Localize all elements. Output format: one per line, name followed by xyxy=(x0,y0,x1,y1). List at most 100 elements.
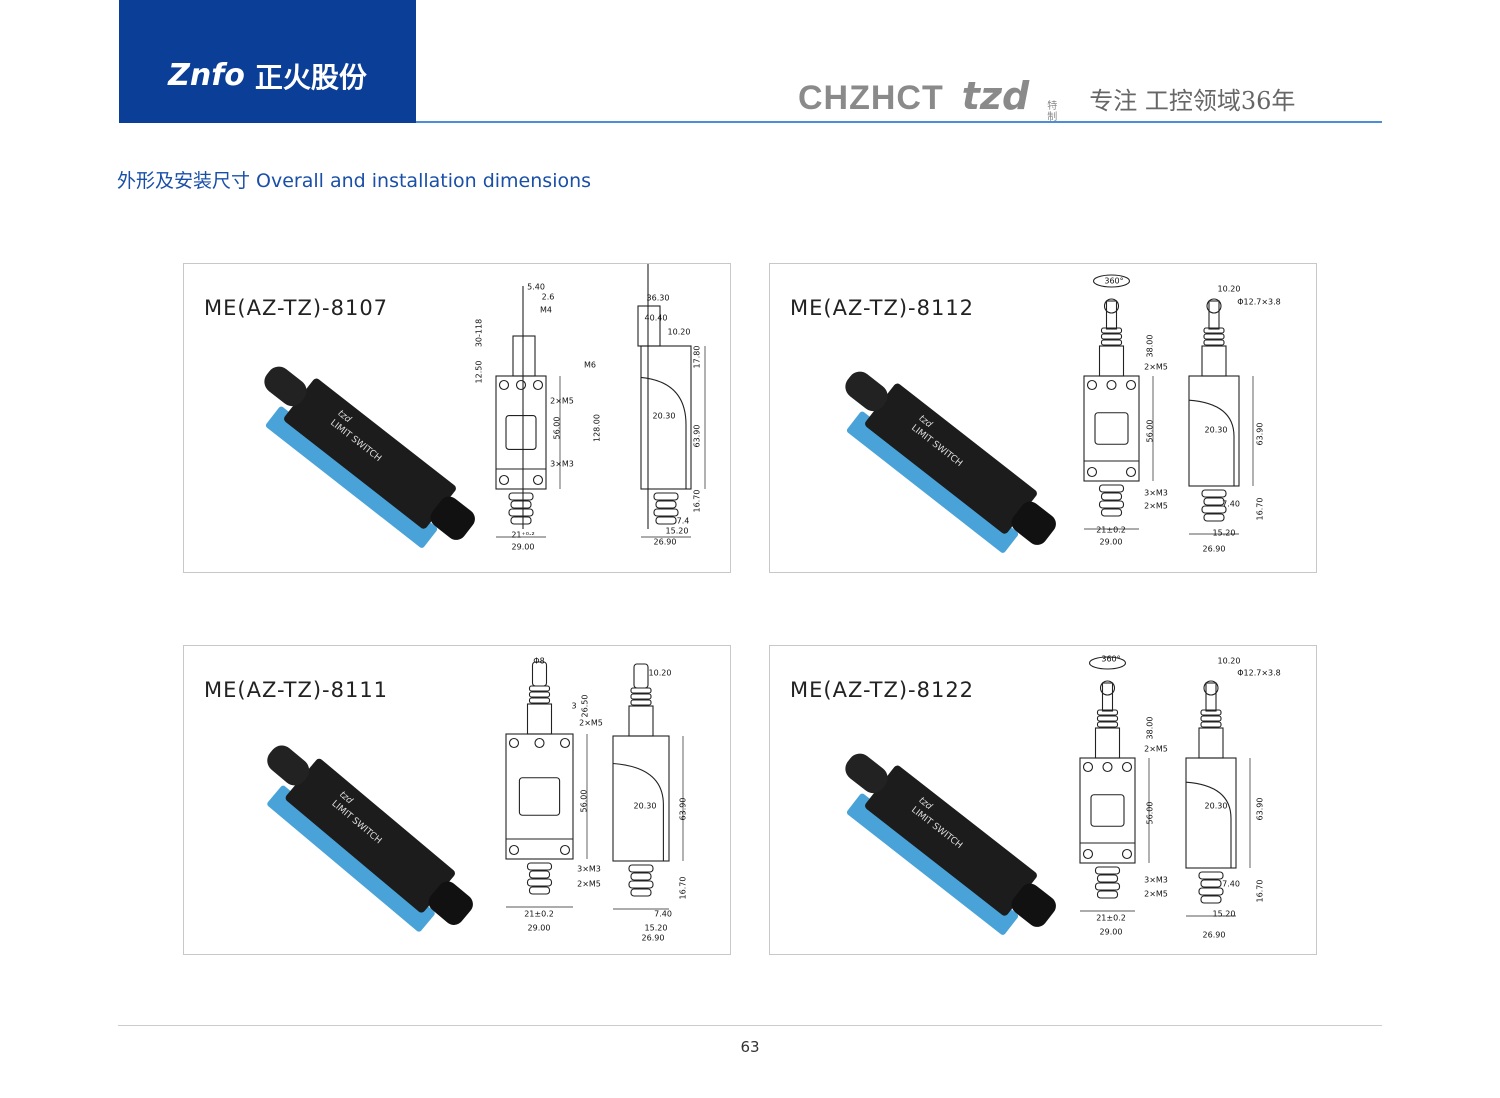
switch-body-outline xyxy=(505,733,574,860)
product-marking: LIMIT SWITCH xyxy=(328,418,383,464)
plunger-housing xyxy=(1201,345,1227,377)
screw-hole-icon xyxy=(498,474,510,486)
label-window xyxy=(505,415,537,451)
label-window xyxy=(1090,794,1125,827)
front-dimension-label: 12.50 xyxy=(474,360,484,384)
plunger-thread xyxy=(630,687,652,694)
plunger-housing xyxy=(628,705,654,737)
plunger-thread xyxy=(1096,715,1119,722)
side-dimension-label: 63.90 xyxy=(1255,422,1265,446)
side-dimension-label: 16.70 xyxy=(1255,497,1265,521)
bellows-ring xyxy=(1203,513,1225,522)
screw-hole-icon xyxy=(532,379,544,391)
side-dimension-label: 128.00 xyxy=(592,414,602,442)
screw-hole-icon xyxy=(508,844,520,856)
rotation-360-icon xyxy=(1092,274,1131,288)
plunger-housing xyxy=(1198,727,1224,759)
side-dimension-label: 15.20 xyxy=(1212,909,1236,919)
plunger-thread xyxy=(630,699,652,706)
front-dimension-label: 3×M3 xyxy=(550,459,574,469)
front-view-drawing xyxy=(1083,274,1154,530)
bellows-ring xyxy=(1100,492,1123,501)
front-dimension-label: Φ8 xyxy=(533,656,545,666)
front-dimension-label: 360° xyxy=(1101,654,1121,664)
side-dimension-label: 20.30 xyxy=(652,411,676,421)
screw-hole-icon xyxy=(498,379,510,391)
plunger-thread xyxy=(1203,333,1225,340)
model-title: ME(AZ-TZ)-8111 xyxy=(204,678,389,702)
bellows-ring xyxy=(1198,887,1224,896)
bellows-ring xyxy=(628,880,654,889)
bellows-ring xyxy=(508,492,534,501)
side-dimension-label: 7.40 xyxy=(654,909,672,919)
plunger-thread xyxy=(1200,721,1222,728)
screw-hole-icon xyxy=(1102,761,1113,773)
footer-divider xyxy=(118,1025,1382,1026)
side-dimension-label: 7.40 xyxy=(1222,879,1240,889)
screw-hole-icon xyxy=(1086,379,1098,391)
side-dimension-label: 15.20 xyxy=(665,526,689,536)
front-dimension-label: 29.00 xyxy=(1099,537,1123,547)
side-dimension-label: 63.90 xyxy=(692,424,702,448)
actuator-head xyxy=(637,305,661,347)
side-dimension-label: 7.4 xyxy=(676,516,690,526)
section-title: 外形及安装尺寸 Overall and installation dimensi… xyxy=(117,170,592,192)
bellows-ring xyxy=(1201,505,1227,514)
switch-body-outline xyxy=(1083,375,1140,482)
screw-hole-icon xyxy=(559,737,571,749)
front-dimension-label: 56.00 xyxy=(1145,801,1155,825)
tagline-small: 特制 xyxy=(1047,101,1058,123)
front-dimension-label: 3×M3 xyxy=(577,864,601,874)
front-dimension-label: 2×M5 xyxy=(550,396,574,406)
plunger-thread xyxy=(1096,721,1119,728)
side-dimension-label: 15.20 xyxy=(644,923,668,933)
bellows-ring xyxy=(655,516,677,525)
bellows-ring xyxy=(526,878,553,887)
screw-hole-icon xyxy=(532,474,544,486)
front-dimension-label: 21±0.2 xyxy=(1096,525,1126,535)
label-window xyxy=(1094,412,1129,445)
plunger-thread xyxy=(528,691,551,698)
side-view-drawing xyxy=(637,264,706,538)
bellows-ring xyxy=(1100,508,1123,517)
front-dimension-label: 360° xyxy=(1104,276,1124,286)
side-dimension-label: Φ12.7×3.8 xyxy=(1237,297,1281,307)
plunger-housing xyxy=(1098,345,1125,377)
side-dimension-label: 7.40 xyxy=(1222,499,1240,509)
bellows-ring xyxy=(528,886,551,895)
bellows-ring xyxy=(630,888,652,897)
screw-hole-icon xyxy=(1086,466,1098,478)
page-number: 63 xyxy=(740,1038,760,1056)
side-dimension-label: 15.20 xyxy=(1212,528,1236,538)
front-dimension-label: 2.6 xyxy=(541,292,555,302)
screw-hole-icon xyxy=(1106,379,1117,391)
front-dimension-label: 3 xyxy=(571,701,577,711)
bellows-ring xyxy=(508,508,534,517)
side-view-drawing xyxy=(1188,298,1254,535)
plunger-stem xyxy=(1205,682,1217,712)
bellows-ring xyxy=(526,862,553,871)
side-view-drawing xyxy=(1185,680,1251,917)
bellows-ring xyxy=(1094,866,1121,875)
side-dimension-label: 10.20 xyxy=(667,327,691,337)
plunger-thread xyxy=(528,685,551,692)
side-contour xyxy=(1185,781,1232,868)
side-dimension-label: M6 xyxy=(584,360,596,370)
plunger-thread xyxy=(1200,709,1222,716)
side-dimension-label: 26.90 xyxy=(653,537,677,547)
plunger-thread xyxy=(1100,333,1123,340)
screw-hole-icon xyxy=(1121,761,1133,773)
side-dimension-label: 10.20 xyxy=(1217,656,1241,666)
side-view-drawing xyxy=(612,663,684,910)
side-dimension-label: 26.90 xyxy=(1202,544,1226,554)
dimension-drawing xyxy=(495,264,706,538)
switch-body-outline xyxy=(1079,757,1136,864)
side-dimension-label: 36.30 xyxy=(646,293,670,303)
switch-body-outline xyxy=(612,735,670,862)
bellows-ring xyxy=(655,500,677,509)
bellows-ring xyxy=(653,492,679,501)
header-tagline: CHZHCT tzd 特制 专注 工控领域36年 xyxy=(798,74,1295,123)
screw-hole-icon xyxy=(534,737,545,749)
